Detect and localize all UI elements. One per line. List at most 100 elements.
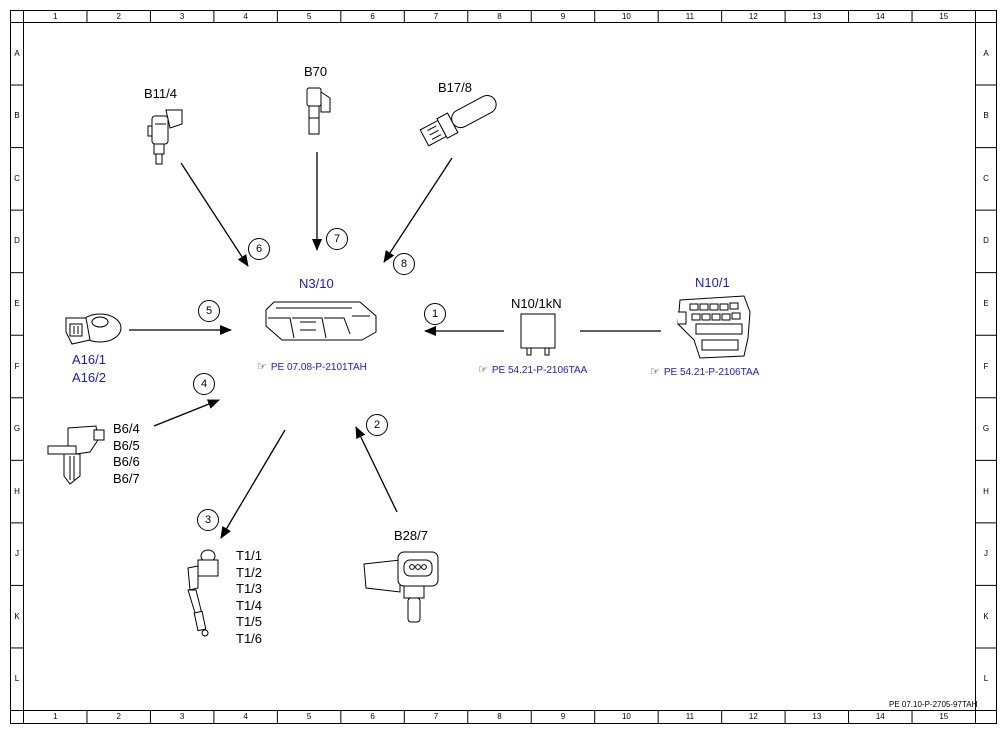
pointing-hand-icon: ☞ (478, 364, 488, 376)
label-n3-10: N3/10 (299, 276, 334, 291)
label-t1-5: T1/5 (236, 614, 263, 630)
sensor-b17-8-drawing (419, 95, 497, 147)
ref-link-n3-10[interactable]: ☞PE 07.08-P-2101TAH (257, 360, 367, 373)
grid-column-label: 7 (433, 12, 439, 21)
grid-row-label: H (983, 486, 989, 496)
grid-row-label: H (14, 486, 20, 496)
sensor-b6-drawing (47, 425, 105, 485)
label-b70: B70 (304, 64, 328, 79)
signal-lines (129, 152, 661, 539)
grid-row-label: B (983, 111, 989, 121)
grid-row-label: C (983, 173, 989, 183)
label-b6-7: B6/7 (113, 470, 140, 486)
grid-column-label: 7 (433, 712, 439, 721)
grid-column-label: 5 (306, 712, 312, 721)
grid-row-label: F (983, 361, 989, 371)
grid-row-label: D (14, 236, 20, 246)
callout-2: 2 (366, 414, 388, 436)
grid-column-label: 3 (179, 712, 185, 721)
grid-row-label: G (13, 424, 21, 434)
label-n10-1kn: N10/1kN (511, 296, 562, 311)
ref-text-n3-10: PE 07.08-P-2101TAH (270, 362, 367, 373)
column-grid-ticks (23, 10, 976, 724)
grid-row-label: E (983, 298, 989, 308)
label-t1-4: T1/4 (236, 597, 263, 613)
grid-row-label: K (14, 611, 20, 621)
arrow-b17-8-to-n3-10 (383, 157, 453, 263)
sensor-b70-drawing (306, 87, 331, 135)
callout-8: 8 (393, 253, 415, 275)
grid-row-label: F (14, 361, 20, 371)
grid-column-label: 1 (52, 12, 58, 21)
grid-column-label: 11 (685, 12, 695, 21)
label-a16-1: A16/1 (72, 352, 106, 367)
grid-column-label: 4 (243, 12, 248, 21)
grid-row-label: G (982, 424, 990, 434)
grid-column-label: 9 (560, 712, 566, 721)
grid-column-label: 8 (497, 12, 502, 21)
module-n10-1-drawing (677, 295, 751, 359)
callout-6: 6 (248, 238, 270, 260)
arrow-n3-10-to-t1 (220, 429, 286, 539)
grid-row-label: K (983, 611, 989, 621)
label-t1-2: T1/2 (236, 564, 263, 580)
label-group-b6: B6/4 B6/5 B6/6 B6/7 (113, 421, 140, 487)
label-b6-4: B6/4 (113, 421, 140, 436)
grid-column-label: 14 (875, 12, 885, 21)
grid-column-label: 15 (939, 12, 949, 21)
label-a16-2: A16/2 (72, 370, 106, 385)
arrow-b11-4-to-n3-10 (180, 162, 249, 267)
grid-column-label: 13 (812, 712, 822, 721)
grid-column-label: 14 (875, 712, 885, 721)
grid-column-label: 2 (116, 712, 121, 721)
grid-column-label: 5 (306, 12, 312, 21)
ref-link-n10-1[interactable]: ☞PE 54.21-P-2106TAA (650, 365, 759, 378)
grid-row-label: A (14, 48, 20, 58)
grid-column-label: 12 (748, 712, 758, 721)
callout-5: 5 (198, 300, 220, 322)
grid-column-label: 1 (52, 712, 58, 721)
grid-column-label: 11 (685, 712, 695, 721)
label-b6-5: B6/5 (113, 437, 140, 453)
grid-row-label: B (14, 111, 20, 121)
label-t1-3: T1/3 (236, 581, 263, 597)
grid-column-label: 4 (243, 712, 248, 721)
label-b17-8: B17/8 (438, 80, 472, 95)
grid-column-label: 6 (370, 712, 375, 721)
label-b28-7: B28/7 (394, 528, 428, 543)
grid-column-label: 8 (497, 712, 502, 721)
pointing-hand-icon: ☞ (257, 361, 267, 373)
grid-row-label: C (14, 173, 20, 183)
drawing-code: PE 07.10-P-2705-97TAH (889, 700, 978, 709)
grid-column-label: 2 (116, 12, 121, 21)
pointing-hand-icon: ☞ (650, 366, 660, 378)
grid-column-label: 6 (370, 12, 375, 21)
ref-text-n10-1: PE 54.21-P-2106TAA (663, 367, 760, 378)
sensor-b28-7-drawing (363, 551, 439, 623)
ref-text-n10-1kn: PE 54.21-P-2106TAA (491, 365, 588, 376)
grid-row-label: J (984, 549, 988, 559)
grid-row-label: L (14, 674, 20, 684)
grid-column-label: 15 (939, 712, 949, 721)
grid-column-label: 3 (179, 12, 185, 21)
label-t1-6: T1/6 (236, 630, 263, 646)
grid-column-label: 12 (748, 12, 758, 21)
sensor-t1-drawing (187, 549, 219, 637)
grid-row-label: A (983, 48, 989, 58)
grid-row-label: D (983, 236, 989, 246)
callout-1: 1 (424, 303, 446, 325)
grid-row-label: L (983, 674, 989, 684)
grid-column-label: 10 (621, 712, 631, 721)
grid-row-label: J (15, 549, 19, 559)
callout-7: 7 (326, 228, 348, 250)
callout-4: 4 (193, 373, 215, 395)
callout-3: 3 (197, 509, 219, 531)
arrow-b28-7-to-n3-10 (355, 426, 398, 513)
grid-row-label: E (14, 298, 20, 308)
arrow-b6-to-n3-10 (153, 399, 220, 427)
grid-column-label: 9 (560, 12, 566, 21)
ref-link-n10-1kn[interactable]: ☞PE 54.21-P-2106TAA (478, 363, 587, 376)
grid-column-label: 13 (812, 12, 822, 21)
control-unit-n3-10-drawing (265, 301, 377, 341)
relay-n10-1kn-drawing (520, 313, 556, 356)
